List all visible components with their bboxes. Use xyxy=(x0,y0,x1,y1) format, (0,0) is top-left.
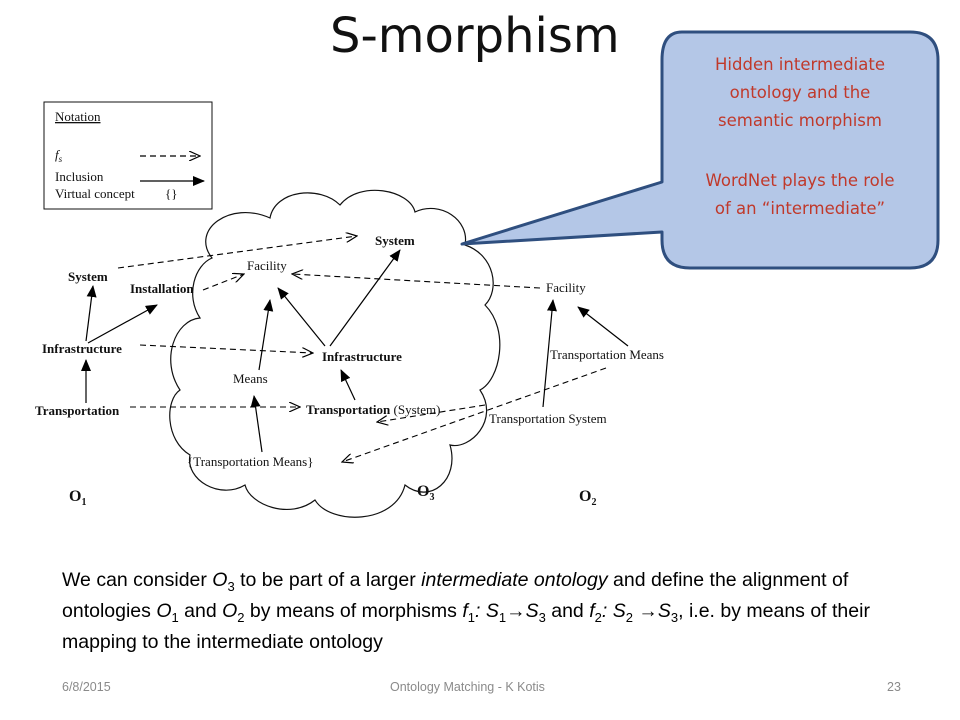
notation-braces: {} xyxy=(165,186,177,201)
slide-title: S-morphism xyxy=(330,8,620,64)
o3-means: Means xyxy=(233,371,268,386)
body-text-segment: 1 xyxy=(498,609,507,625)
o1-infrastructure: Infrastructure xyxy=(42,341,122,356)
body-text-segment: and xyxy=(545,599,590,622)
morphism-arrows xyxy=(117,236,607,462)
body-text-segment: 1 xyxy=(467,609,475,625)
body-text-segment: , i.e. by means of their mapping to the … xyxy=(62,599,870,653)
ontology-o1: System Installation Infrastructure Trans… xyxy=(35,269,194,508)
notation-fs: fs xyxy=(55,147,63,164)
ontology-o3: System Facility Infrastructure Means Tra… xyxy=(187,233,440,503)
inclusion-arrows xyxy=(81,249,629,453)
notation-inclusion: Inclusion xyxy=(55,169,104,184)
body-text-segment: : S xyxy=(601,599,626,622)
o1-label: O1 xyxy=(69,488,86,508)
body-text-segment: 2 xyxy=(625,609,633,625)
body-text-segment: to be part of a larger xyxy=(234,569,422,591)
ontology-o2: Facility Transportation Means Transporta… xyxy=(489,280,664,508)
body-text-segment: and define the alignment of ontologies xyxy=(62,569,849,622)
body-text-segment: by means of morphisms xyxy=(244,599,463,622)
o2-transportation-system: Transportation System xyxy=(489,411,607,426)
body-text-segment: and xyxy=(178,599,223,622)
body-text-segment: 1 xyxy=(171,609,179,625)
body-text-segment: f xyxy=(589,599,595,622)
callout-line-5: of an “intermediate” xyxy=(715,199,885,218)
callout-line-2: ontology and the xyxy=(730,83,871,102)
o3-label: O3 xyxy=(417,483,434,503)
o1-transportation: Transportation xyxy=(35,403,120,418)
o1-system: System xyxy=(68,269,108,284)
o3-virtual-concept: {Transportation Means} xyxy=(187,454,313,469)
body-text-segment: 3 xyxy=(538,609,546,625)
o3-facility: Facility xyxy=(247,258,287,273)
o2-label: O2 xyxy=(579,488,596,508)
body-text-segment: 2 xyxy=(594,609,602,625)
ontology-diagram: Hidden intermediate ontology and the sem… xyxy=(35,30,940,518)
o3-system: System xyxy=(375,233,415,248)
slide-body-text: We can consider O3 to be part of a large… xyxy=(62,568,912,654)
body-text-segment: 3 xyxy=(227,578,235,594)
footer-title: Ontology Matching - K Kotis xyxy=(390,680,545,694)
callout-bubble: Hidden intermediate ontology and the sem… xyxy=(460,30,940,270)
o2-transportation-means: Transportation Means xyxy=(550,347,664,362)
callout-line-4: WordNet plays the role xyxy=(706,171,895,190)
callout-line-1: Hidden intermediate xyxy=(715,55,885,74)
body-text-segment: O xyxy=(156,599,172,622)
body-text-segment: : S xyxy=(475,599,499,622)
body-text-segment: O xyxy=(222,599,238,622)
body-text-segment: →S xyxy=(506,599,539,622)
body-text-segment: →S xyxy=(632,599,671,622)
body-text-segment: We can consider xyxy=(62,569,213,591)
o3-transportation: Transportation (System) xyxy=(306,402,440,417)
o3-infrastructure: Infrastructure xyxy=(322,349,402,364)
footer-date: 6/8/2015 xyxy=(62,680,111,694)
o2-facility: Facility xyxy=(546,280,586,295)
notation-title: Notation xyxy=(55,109,101,124)
footer-page-number: 23 xyxy=(887,680,901,694)
o1-installation: Installation xyxy=(130,281,194,296)
notation-box: Notation fs Inclusion Virtual concept {} xyxy=(43,101,213,210)
body-text-segment: 2 xyxy=(237,609,245,625)
body-text-segment: O xyxy=(212,569,228,591)
body-text-segment: 3 xyxy=(670,609,679,625)
callout-line-3: semantic morphism xyxy=(718,111,882,130)
notation-virtual-concept: Virtual concept xyxy=(55,186,135,201)
body-text-segment: intermediate ontology xyxy=(421,569,608,591)
body-text-segment: f xyxy=(462,599,468,622)
